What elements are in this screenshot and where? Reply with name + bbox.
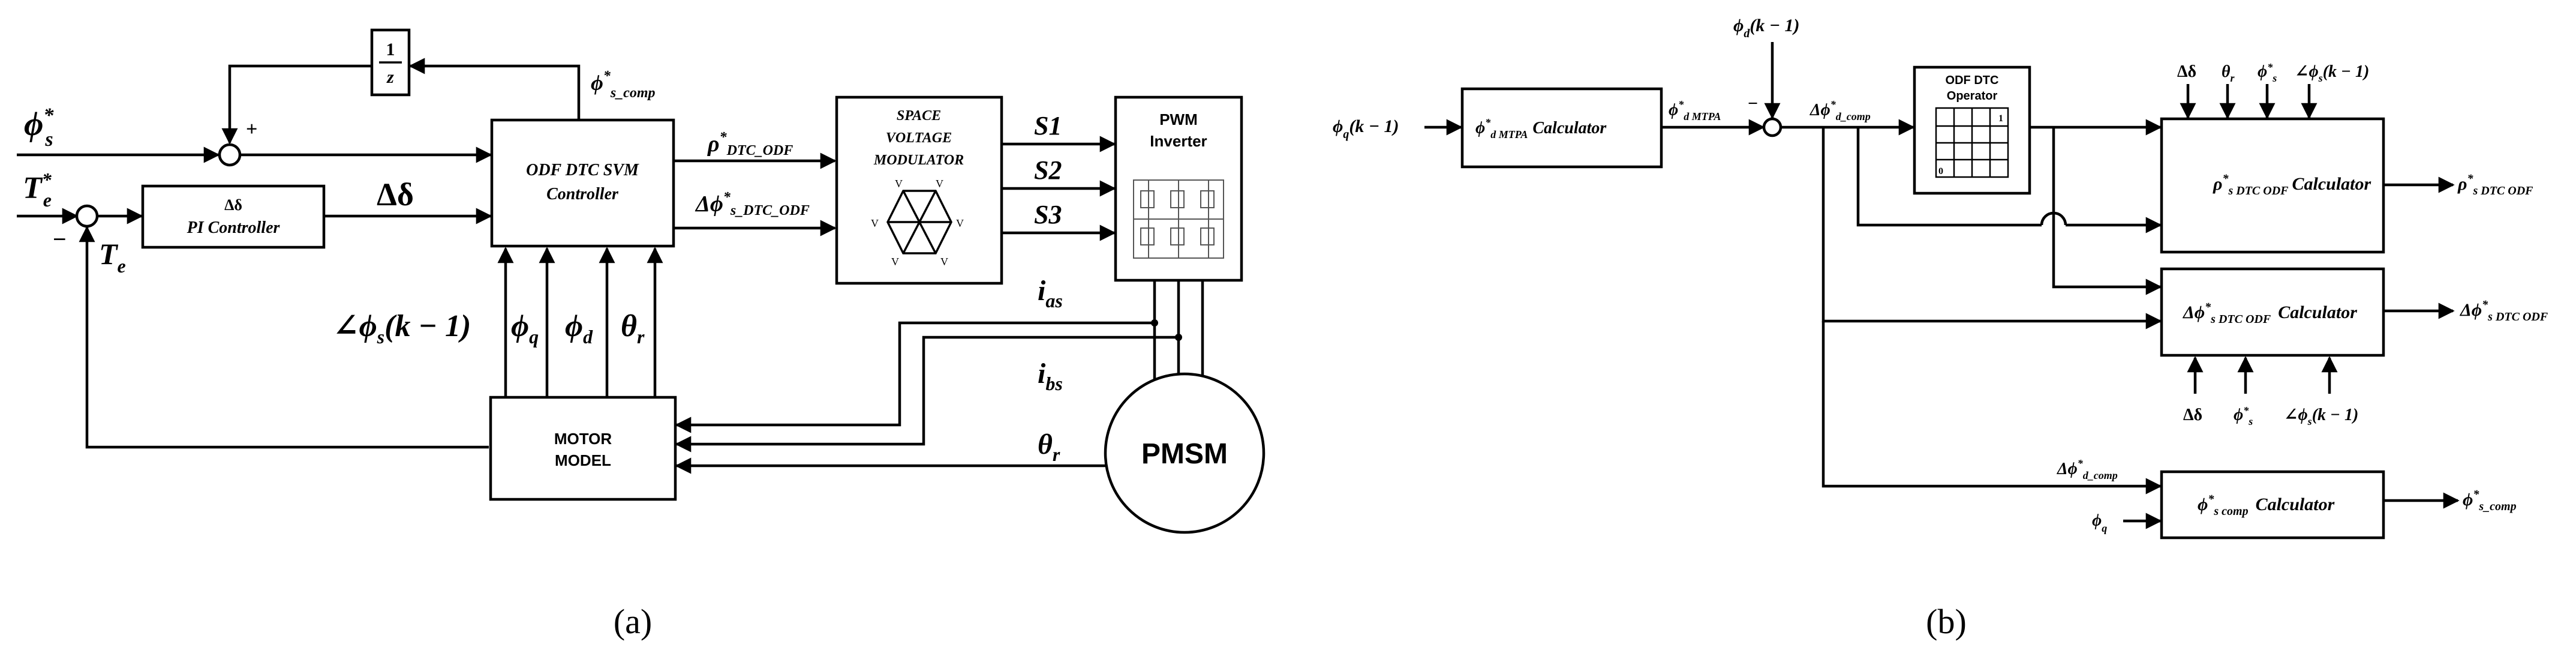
dphi-calculator-block [2160, 267, 2385, 357]
svg-text:θr: θr [2222, 62, 2235, 84]
caption-a: (a) [614, 602, 652, 641]
svg-text:V: V [956, 217, 964, 229]
phi-q-km1-label: ϕq(k − 1) [1333, 116, 1399, 141]
svg-text:V: V [895, 178, 903, 190]
panel-a: 1 z ϕ*s_comp ϕ*s + T*e − Te Δδ [17, 28, 1266, 641]
operator-grid-icon [1935, 107, 2009, 178]
delay-numerator: 1 [386, 40, 395, 59]
dphi-bottom-inputs: Δδ ϕ*s ∠ϕs(k − 1) [2183, 356, 2358, 427]
pwm-line2: Inverter [1150, 132, 1207, 150]
motor-model-line2: MODEL [555, 451, 611, 469]
dphi-d-comp-label: Δϕ*d_comp [1809, 98, 1871, 122]
rho-dtc-odf-label: ρ*DTC_ODF [707, 130, 793, 158]
delay-to-sum-line [221, 64, 371, 145]
svg-text:V: V [940, 256, 948, 268]
branch-to-rho-lower-line [1856, 127, 2042, 227]
ias-tap-dot [1151, 319, 1158, 326]
pi-controller-line1: Δδ [224, 196, 242, 214]
phi-s-comp-calculator-block [2160, 470, 2385, 540]
svg-text:V: V [871, 217, 879, 229]
odf-controller-line2: Controller [546, 185, 619, 203]
caption-b: (b) [1926, 602, 1967, 641]
rho-output-b-label: ρ*s DTC ODF [2457, 172, 2533, 197]
operator-one-label: 1 [1998, 113, 2003, 124]
s3-label: S3 [1034, 200, 1062, 229]
svm-hexagon [886, 190, 952, 254]
odf-operator-line2: Operator [1947, 89, 1998, 103]
svm-line2: VOLTAGE [886, 130, 952, 146]
pi-controller-block [141, 184, 326, 249]
plus-sign: + [246, 118, 257, 140]
delta-delta-label: Δδ [377, 176, 414, 212]
pi-controller-line2: PI Controller [187, 218, 281, 237]
sum-junction-b [1762, 117, 1783, 137]
motor-model-line1: MOTOR [554, 430, 612, 448]
junction-minus: − [1748, 94, 1758, 113]
ias-label: ias [1038, 275, 1063, 311]
svg-text:ϕ*s: ϕ*s [2258, 61, 2277, 84]
motor-model-block [489, 396, 677, 501]
phi-s-comp-output-label: ϕ*s_comp [2463, 488, 2517, 513]
odf-controller-line1: ODF DTC SVM [526, 161, 639, 179]
ias-feedback-line [675, 321, 1155, 433]
s1-label: S1 [1034, 111, 1062, 140]
mtpa-calculator-block [1460, 87, 1663, 169]
sum-junction-torque [75, 204, 99, 228]
svg-text:ϕ*s: ϕ*s [2234, 405, 2253, 427]
operator-zero-label: 0 [1938, 166, 1943, 176]
branch-to-comp-line [1821, 321, 2162, 495]
hexagon-vector-labels: V V V V V V [871, 178, 964, 268]
comp-feedback-line [408, 58, 581, 119]
phi-d-km1-label: ϕd(k − 1) [1733, 16, 1800, 40]
phi-s-star-label: ϕ*s [24, 104, 54, 151]
odf-operator-line1: ODF DTC [1946, 74, 1999, 87]
svm-line1: SPACE [897, 108, 941, 124]
delay-block [370, 28, 411, 97]
ibs-feedback-line [675, 336, 1179, 453]
dphi-output-b-label: Δϕ*s DTC ODF [2460, 298, 2548, 323]
svg-text:Δδ: Δδ [2183, 406, 2202, 424]
phi-q-input-b-label: ϕq [2092, 511, 2107, 534]
svg-text:Δδ: Δδ [2177, 62, 2196, 81]
phi-s-comp-label: ϕ*s_comp [591, 68, 656, 101]
s2-label: S2 [1034, 155, 1062, 185]
theta-r-label: θr [621, 309, 645, 348]
svm-line3: MODULATOR [873, 152, 964, 168]
ibs-label: ibs [1038, 358, 1063, 394]
minus-sign: − [53, 226, 67, 253]
svg-text:∠ϕs(k − 1): ∠ϕs(k − 1) [2284, 406, 2358, 427]
pmsm-motor [1104, 372, 1266, 534]
te-star-label: T*e [23, 169, 52, 211]
odf-dtc-svm-controller [490, 118, 675, 248]
dphi-dtc-odf-label: Δϕ*s_DTC_ODF [695, 190, 810, 218]
phi-d-mtpa-label: ϕ*d MTPA [1669, 98, 1721, 122]
torque-feedback-line [79, 226, 489, 449]
operator-to-dphi-line [2052, 127, 2162, 295]
te-feedback-label: Te [99, 237, 126, 277]
sum-junction-flux [218, 143, 242, 167]
theta-r-feedback-label: θr [1038, 429, 1060, 465]
inverter-switch-icon [1133, 179, 1224, 259]
svg-text:V: V [936, 178, 943, 190]
rho-top-inputs: Δδ θr ϕ*s ∠ϕs(k − 1) [2177, 61, 2369, 119]
ibs-tap-dot [1175, 334, 1182, 341]
delay-denominator: z [386, 67, 394, 87]
pmsm-label: PMSM [1141, 438, 1228, 470]
svg-text:V: V [891, 256, 899, 268]
angle-phi-label: ∠ϕs(k − 1) [333, 309, 471, 348]
dphi-d-comp-input-label: Δϕ*d_comp [2057, 457, 2118, 481]
pwm-line1: PWM [1159, 110, 1198, 128]
phi-d-label: ϕd [565, 309, 593, 348]
svg-text:∠ϕs(k − 1): ∠ϕs(k − 1) [2295, 62, 2369, 84]
phi-q-label: ϕq [511, 309, 539, 348]
